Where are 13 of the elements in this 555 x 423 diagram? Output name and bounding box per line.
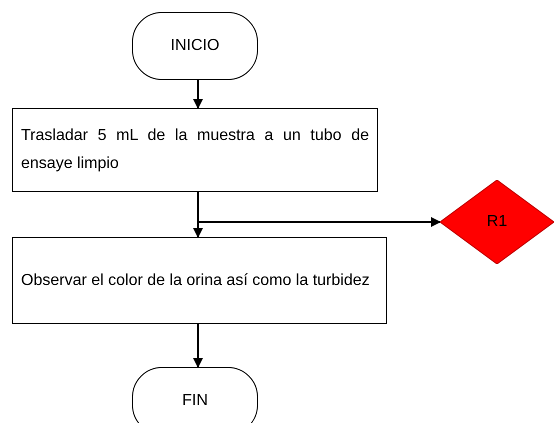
terminal-shape [132, 367, 258, 423]
node-text: R1 [486, 212, 508, 232]
decision-diamond [440, 180, 554, 264]
arrow [197, 192, 441, 227]
node-text: INICIO [170, 36, 220, 56]
process-box [12, 237, 387, 324]
arrow [193, 324, 203, 368]
process-box [12, 108, 378, 192]
node-text: Observar el color de la orina así como la turbidez [21, 270, 370, 290]
node-text: FIN [182, 391, 208, 411]
terminal-shape [132, 12, 258, 80]
arrow [193, 80, 203, 109]
node-text: Trasladar 5 mL de la muestra a un tubo de ensaye limpio [21, 126, 369, 174]
